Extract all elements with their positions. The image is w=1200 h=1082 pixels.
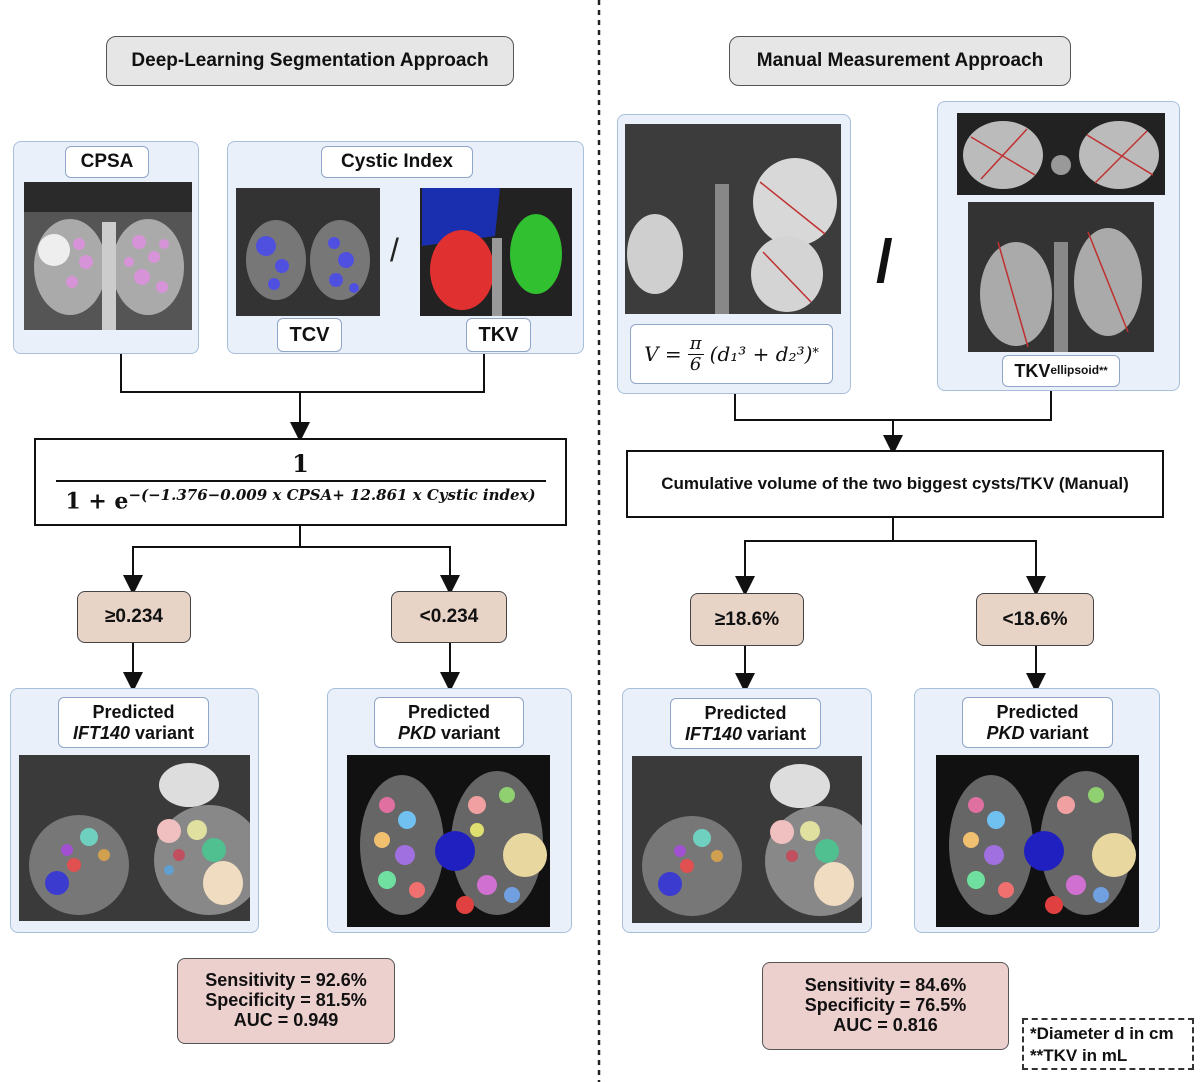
tkv-base: TKV [1014,360,1051,381]
right-specificity: Specificity = 76.5% [804,995,967,1016]
gene-name: PKD [986,722,1025,743]
pred-label-line1: Predicted [92,701,175,722]
footnote-tkv: **TKV in mL [1030,1046,1128,1066]
coronal-mri-image [968,202,1154,352]
pi-over-6: π 6 [687,332,704,375]
gene-suffix: variant [130,722,195,743]
volume-formula-box: V = π 6 (d₁³ + d₂³)* [630,324,833,384]
volume-star: * [812,345,819,361]
right-divider-slash: / [876,228,893,295]
formula-exponent: −(−1.376−0.009 x CPSA+ 12.861 x Cystic i… [128,485,536,504]
tkv-mri-image [420,188,572,316]
left-auc: AUC = 0.949 [233,1009,339,1030]
cpsa-mri-image [24,182,192,330]
left-threshold-low: <0.234 [391,591,507,643]
tkv-star: ** [1099,364,1108,377]
right-pkd-mri-image [936,755,1139,927]
gene-suffix: variant [742,723,807,744]
gene-name: PKD [397,722,436,743]
left-pred-ift140-label: Predicted IFT140 variant [58,697,209,748]
pred-label-line2: PKD variant [986,723,1088,744]
tcv-label: TCV [277,318,342,352]
right-pred-pkd-label: Predicted PKD variant [962,697,1113,748]
left-title: Deep-Learning Segmentation Approach [106,36,514,86]
left-specificity: Specificity = 81.5% [205,990,367,1011]
right-ift140-mri-image [632,756,862,923]
left-pkd-mri-image [347,755,550,927]
gene-suffix: variant [435,722,501,743]
cpsa-label: CPSA [65,146,149,178]
footnotes-box: *Diameter d in cm **TKV in mL [1022,1018,1194,1070]
pred-label-line1: Predicted [996,701,1079,722]
left-metrics-box: Sensitivity = 92.6% Specificity = 81.5% … [177,958,395,1044]
gene-name: IFT140 [684,723,742,744]
right-title: Manual Measurement Approach [729,36,1071,86]
volume-rhs: (d₁³ + d₂³) [709,341,813,366]
gene-name: IFT140 [72,722,130,743]
pred-label-line2: PKD variant [398,723,500,744]
pi: π [689,332,702,354]
right-sensitivity: Sensitivity = 84.6% [804,975,967,996]
volume-formula: V = π 6 (d₁³ + d₂³)* [644,332,819,375]
pred-label-line1: Predicted [407,701,491,722]
logistic-formula-box: 1 1 + e−(−1.376−0.009 x CPSA+ 12.861 x C… [34,438,567,526]
pred-label-line2: IFT140 variant [685,724,806,745]
formula-denominator: 1 + e−(−1.376−0.009 x CPSA+ 12.861 x Cys… [65,486,535,514]
formula-numerator: 1 [292,448,309,478]
right-threshold-high: ≥18.6% [690,593,804,646]
footnote-diameter: *Diameter d in cm [1030,1024,1174,1043]
formula-fraction-bar [55,479,546,482]
cumulative-volume-box: Cumulative volume of the two biggest cys… [626,450,1164,518]
pred-label-line1: Predicted [704,702,787,723]
pred-label-line2: IFT140 variant [73,723,194,744]
tkv-sub: ellipsoid [1050,363,1100,378]
tkv-label: TKV [466,318,531,352]
six: 6 [687,353,704,375]
formula-denominator-base: 1 + e [65,488,129,515]
right-metrics-box: Sensitivity = 84.6% Specificity = 76.5% … [762,962,1009,1050]
manual-cyst-mri-image [625,124,841,314]
right-threshold-low: <18.6% [976,593,1094,646]
right-auc: AUC = 0.816 [833,1014,938,1035]
gene-suffix: variant [1024,722,1089,743]
left-sensitivity: Sensitivity = 92.6% [205,970,367,991]
axial-mri-image [957,113,1165,195]
volume-lhs: V = [644,341,682,366]
tcv-mri-image [236,188,380,316]
left-threshold-high: ≥0.234 [77,591,191,643]
left-ift140-mri-image [19,755,250,921]
right-pred-ift140-label: Predicted IFT140 variant [670,698,821,749]
left-divider-slash: / [390,232,399,268]
left-pred-pkd-label: Predicted PKD variant [374,697,524,748]
cystic-index-label: Cystic Index [321,146,473,178]
